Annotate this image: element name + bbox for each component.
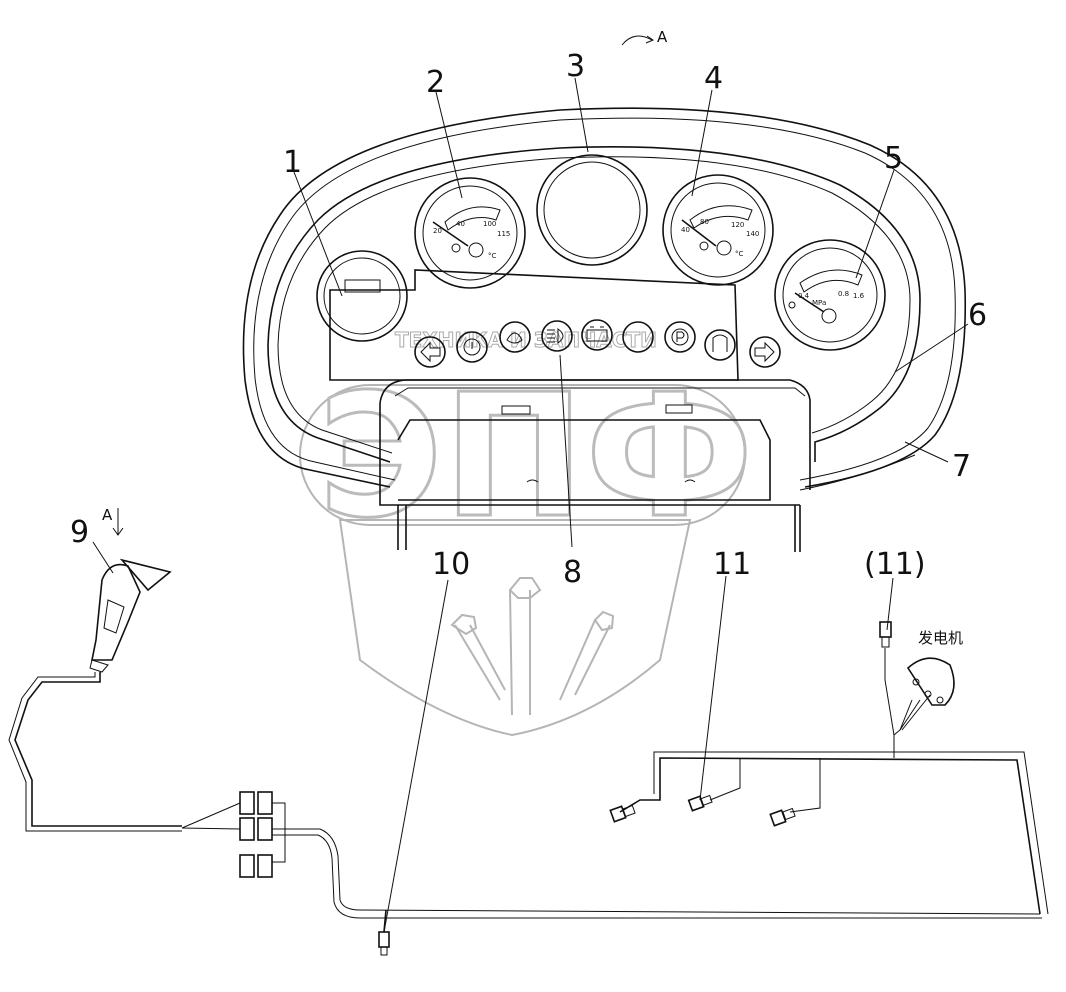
pressure-scale-04: 0.4 xyxy=(798,292,810,300)
panel-bottom-lip xyxy=(379,379,811,490)
panel-lip-edge xyxy=(799,454,916,491)
harness-connectors xyxy=(181,791,1042,919)
panel-outer-shell xyxy=(242,107,967,488)
pressure-scale-16: 1.6 xyxy=(853,292,865,300)
oil-temp-scale-80: 80 xyxy=(700,218,709,226)
turn-right-arrow-icon xyxy=(749,336,781,368)
callout-8: 8 xyxy=(563,555,582,590)
callout-5: 5 xyxy=(884,141,903,176)
wiring-harness xyxy=(8,621,1049,956)
temp-scale-20: 20 xyxy=(433,227,442,235)
callout-4: 4 xyxy=(704,61,723,96)
panel-bezel-inner xyxy=(277,156,911,454)
oil-temp-scale-120: 120 xyxy=(731,221,744,229)
sensor-10 xyxy=(378,909,390,956)
gauge-4-oil-temp: 40 80 120 140 °C xyxy=(662,174,774,286)
callout-11-paren: (11) xyxy=(864,547,926,582)
oil-temp-symbol-icon xyxy=(699,241,709,251)
sensor-11a xyxy=(609,804,636,823)
part-9-pedal-switch: A xyxy=(89,506,172,673)
gauge-2-coolant-temp: 20 40 100 115 °C xyxy=(414,177,526,289)
temp-symbol-icon xyxy=(451,243,461,253)
indicator-lamp-row xyxy=(414,319,781,368)
pressure-scale-08: 0.8 xyxy=(838,290,849,298)
blank-lamp-icon xyxy=(622,321,654,353)
callout-6: 6 xyxy=(968,298,987,333)
watermark-oval xyxy=(299,384,746,526)
turn-left-arrow-icon xyxy=(414,336,446,368)
lower-cover-slot-right xyxy=(665,404,693,414)
callout-10: 10 xyxy=(432,547,470,582)
lower-cover-slot-left xyxy=(501,405,531,415)
oil-pressure-icon xyxy=(499,321,531,353)
watermark: ЭПФ ТЕХНИКА И ЗАПЧАСТИ xyxy=(299,328,755,737)
oil-temp-unit: °C xyxy=(735,250,744,258)
temp-scale-40: 40 xyxy=(456,220,465,228)
generator xyxy=(906,657,955,706)
instrument-panel-housing xyxy=(242,107,967,552)
panel-outer-shell-inner-edge xyxy=(253,117,956,481)
oil-temp-scale-140: 140 xyxy=(746,230,759,238)
gauge-3-blank xyxy=(536,154,648,266)
oil-temp-scale-40: 40 xyxy=(681,226,690,234)
battery-icon xyxy=(581,319,613,351)
callout-11: 11 xyxy=(713,547,751,582)
sensor-11-paren xyxy=(879,621,892,648)
callout-2: 2 xyxy=(426,65,445,100)
transmission-icon xyxy=(704,329,736,361)
view-arrow-label-left: A xyxy=(102,506,113,524)
callout-3: 3 xyxy=(566,49,585,84)
lower-cover xyxy=(397,505,801,552)
lower-cover-box xyxy=(379,403,800,506)
panel-bezel xyxy=(267,146,921,463)
callout-7: 7 xyxy=(952,449,971,484)
gauge-1-indicator xyxy=(316,250,408,342)
temp-scale-100: 100 xyxy=(483,220,496,228)
gauge-5-pressure: 0.4 0.8 1.6 MPa xyxy=(774,239,886,351)
view-arrow-label: A xyxy=(657,28,668,46)
pressure-symbol-icon xyxy=(788,301,796,309)
callout-1: 1 xyxy=(283,145,302,180)
temp-scale-115: 115 xyxy=(497,230,510,238)
sensor-11c xyxy=(769,807,796,827)
watermark-letters: ЭПФ xyxy=(318,358,754,556)
warning-icon xyxy=(456,331,488,363)
temp-unit: °C xyxy=(488,252,497,260)
watermark-wheat xyxy=(450,577,615,716)
pressure-unit: MPa xyxy=(812,299,826,307)
callouts: 1 2 3 4 5 6 7 8 9 10 11 (11) 发电机 xyxy=(70,49,987,647)
sensor-11b xyxy=(687,794,713,812)
parking-brake-icon xyxy=(664,321,696,353)
leader-lines xyxy=(92,77,969,933)
lower-cover-clips xyxy=(526,479,696,483)
watermark-shield xyxy=(338,519,692,737)
view-arrow-a: A xyxy=(621,28,668,46)
lower-cover-top xyxy=(394,387,806,397)
headlight-icon xyxy=(541,320,573,352)
callout-9: 9 xyxy=(70,515,89,550)
generator-label: 发电机 xyxy=(918,629,963,647)
